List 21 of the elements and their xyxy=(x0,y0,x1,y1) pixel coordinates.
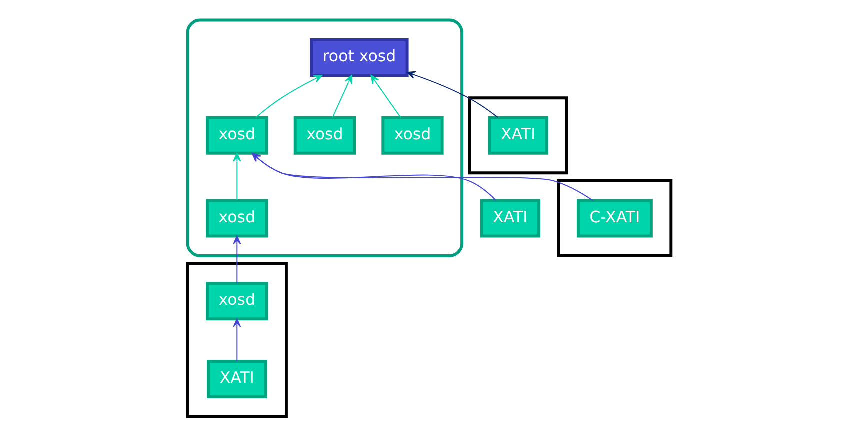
node-box: xosd xyxy=(382,116,444,155)
node-box: root xosd xyxy=(310,38,409,77)
arrow xyxy=(233,236,242,284)
arrow xyxy=(370,75,402,118)
arrow xyxy=(233,152,242,201)
node-box: xosd xyxy=(206,199,268,238)
cluster xyxy=(186,262,288,418)
node-box: C-XATI xyxy=(576,199,653,238)
cluster xyxy=(557,180,673,258)
node-box: xosd xyxy=(206,282,268,321)
node-box: XATI xyxy=(207,360,268,399)
arrow xyxy=(406,71,499,118)
arrow xyxy=(233,318,242,362)
arrow xyxy=(255,75,323,118)
node-box: xosd xyxy=(294,116,356,155)
cluster xyxy=(186,18,464,258)
node-box: xosd xyxy=(206,116,268,155)
node-box: XATI xyxy=(488,116,548,155)
node-box: XATI xyxy=(480,199,540,238)
cluster xyxy=(468,96,568,175)
arrow xyxy=(332,75,352,118)
